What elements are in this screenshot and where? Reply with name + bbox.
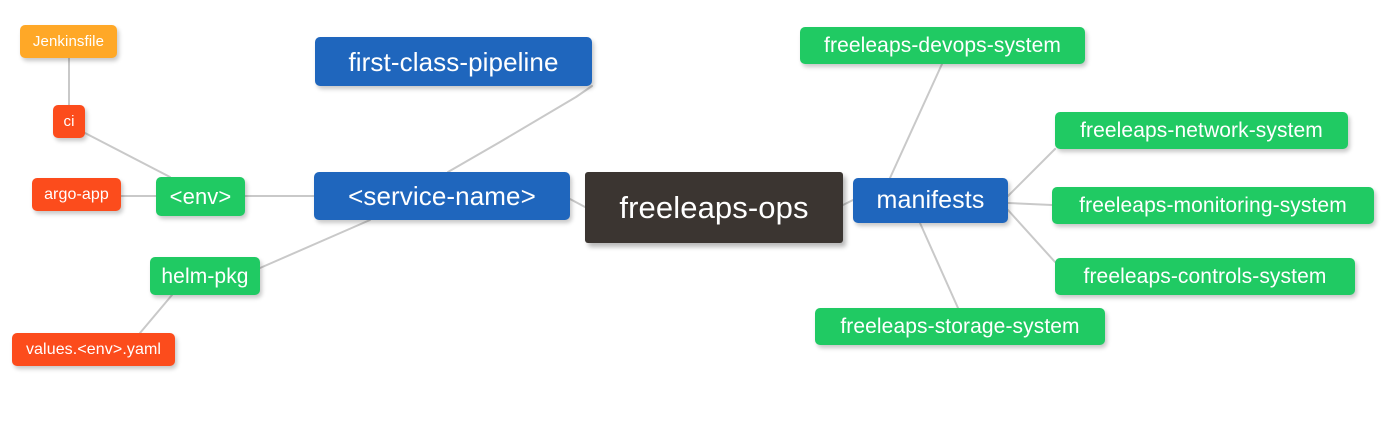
mindmap-node-freeleaps-controls-system[interactable]: freeleaps-controls-system: [1055, 258, 1355, 295]
mindmap-node-freeleaps-ops[interactable]: freeleaps-ops: [585, 172, 843, 243]
mindmap-node-values-yaml[interactable]: values.<env>.yaml: [12, 333, 175, 366]
edge-service-name-to-helm-pkg: [259, 219, 371, 269]
mindmap-node-label: values.<env>.yaml: [25, 340, 162, 358]
edge-helm-pkg-to-values-yaml: [139, 294, 173, 334]
mindmap-node-label: ci: [63, 113, 75, 130]
mindmap-node-label: <env>: [169, 183, 232, 209]
mindmap-node-freeleaps-network-system[interactable]: freeleaps-network-system: [1055, 112, 1348, 149]
mindmap-node-manifests[interactable]: manifests: [853, 178, 1008, 223]
edge-env-to-ci: [84, 132, 171, 178]
edge-manifests-to-freeleaps-storage-system: [919, 222, 959, 309]
mindmap-node-label: freeleaps-controls-system: [1083, 265, 1327, 288]
mindmap-node-helm-pkg[interactable]: helm-pkg: [150, 257, 260, 295]
mindmap-node-freeleaps-devops-system[interactable]: freeleaps-devops-system: [800, 27, 1085, 64]
mindmap-node-env[interactable]: <env>: [156, 177, 245, 216]
mindmap-node-label: freeleaps-monitoring-system: [1079, 194, 1347, 217]
mindmap-node-label: freeleaps-network-system: [1080, 119, 1323, 142]
mindmap-node-label: freeleaps-devops-system: [824, 34, 1061, 57]
mindmap-node-argo-app[interactable]: argo-app: [32, 178, 121, 211]
mindmap-node-label: argo-app: [44, 185, 109, 203]
edge-manifests-to-freeleaps-devops-system: [889, 63, 943, 179]
mindmap-node-label: manifests: [876, 186, 985, 214]
mindmap-node-label: first-class-pipeline: [348, 46, 559, 77]
edge-manifests-to-freeleaps-controls-system: [1007, 209, 1056, 263]
mindmap-node-first-class-pipeline[interactable]: first-class-pipeline: [315, 37, 592, 86]
edge-manifests-to-freeleaps-monitoring-system: [1007, 202, 1053, 206]
mindmap-node-label: Jenkinsfile: [32, 33, 105, 50]
edge-service-name-to-first-class-pipeline: [447, 85, 593, 173]
edge-manifests-to-freeleaps-network-system: [1007, 148, 1056, 197]
mindmap-node-label: freeleaps-ops: [619, 190, 809, 225]
mindmap-node-freeleaps-storage-system[interactable]: freeleaps-storage-system: [815, 308, 1105, 345]
mindmap-node-label: freeleaps-storage-system: [840, 315, 1080, 338]
mindmap-node-service-name[interactable]: <service-name>: [314, 172, 570, 220]
mindmap-node-label: helm-pkg: [161, 264, 249, 288]
mindmap-node-ci[interactable]: ci: [53, 105, 85, 138]
mindmap-node-label: <service-name>: [348, 181, 536, 211]
mindmap-node-freeleaps-monitoring-system[interactable]: freeleaps-monitoring-system: [1052, 187, 1374, 224]
mindmap-node-jenkinsfile[interactable]: Jenkinsfile: [20, 25, 117, 58]
edge-freeleaps-ops-to-manifests: [842, 199, 854, 206]
edge-freeleaps-ops-to-service-name: [569, 198, 586, 208]
